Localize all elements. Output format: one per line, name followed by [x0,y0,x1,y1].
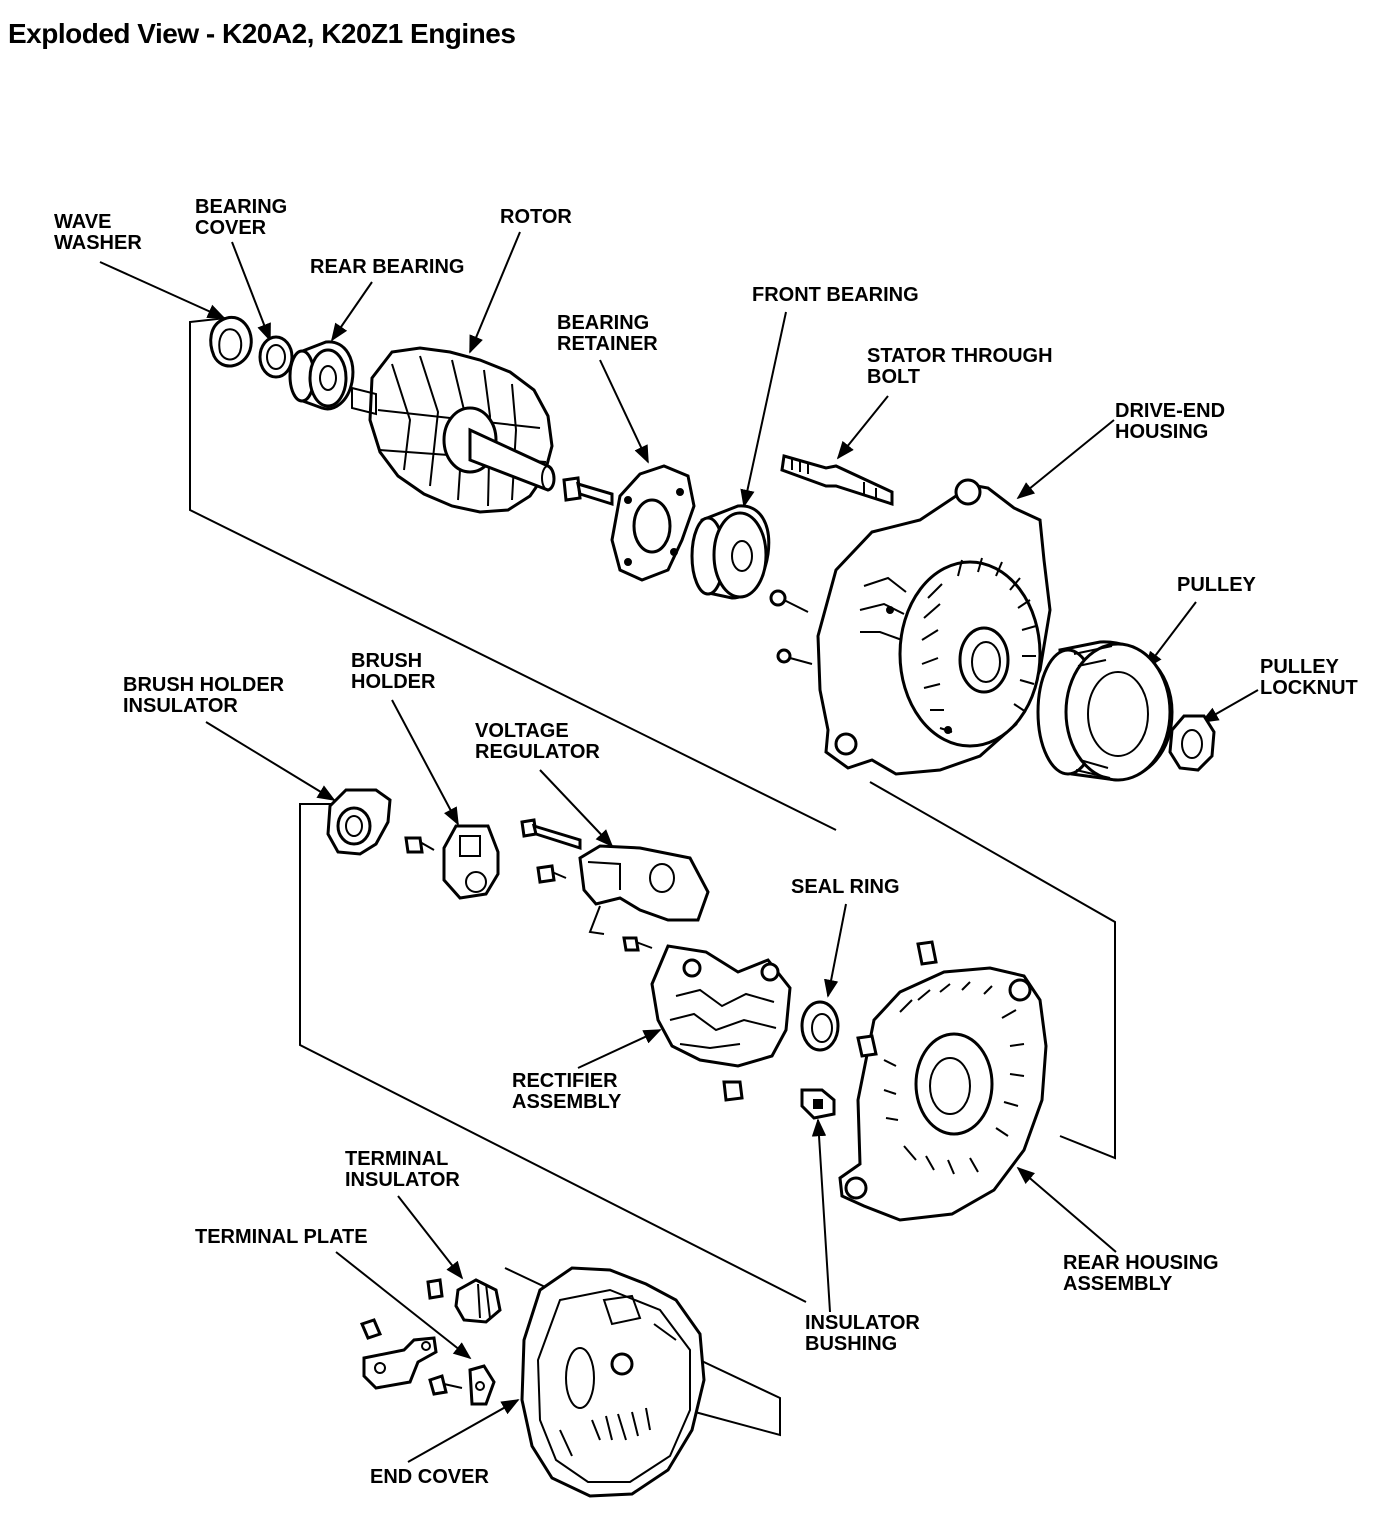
leader-brush-holder-insulator [205,721,336,801]
stator-through-bolt-part [780,454,894,507]
insulator-bushing-part [800,1088,836,1120]
leader-stator-bolt [836,395,889,460]
leader-terminal-plate [335,1251,472,1360]
leader-end-cover [407,1399,520,1463]
label-front-bearing: FRONT BEARING [752,284,919,306]
leader-wave-washer [99,261,226,319]
leader-seal-ring [824,903,847,998]
leader-drive-end-housing [1016,419,1115,500]
front-bearing-part [690,504,771,600]
bearing-retainer-part [610,464,696,582]
leader-rear-bearing [330,281,373,342]
stator-lead-wires [769,589,813,665]
small-screws [404,818,938,1102]
label-rotor: ROTOR [500,206,572,228]
label-rear-bearing: REAR BEARING [310,256,465,278]
terminal-plate-part [359,1318,496,1406]
rear-housing-assembly-part [838,966,1048,1222]
rotor-screw-part [562,476,614,507]
leader-front-bearing [740,311,787,508]
label-terminal-plate: TERMINAL PLATE [195,1226,368,1248]
leader-rear-housing [1016,1166,1117,1253]
leader-bearing-cover [231,241,271,342]
leader-pulley [1144,601,1197,670]
pulley-part [1036,640,1174,782]
leader-arrows [99,231,1259,1463]
brush-holder-insulator-part [326,788,392,856]
label-pulley: PULLEY [1177,574,1256,596]
voltage-regulator-part [578,844,710,935]
seal-ring-part [800,1000,840,1052]
label-end-cover: END COVER [370,1466,489,1488]
leader-pulley-locknut [1200,689,1259,723]
leader-brush-holder [391,699,459,826]
pulley-locknut-part [1168,714,1216,772]
label-seal-ring: SEAL RING [791,876,900,898]
bearing-cover-part [258,335,294,379]
leader-voltage-regulator [539,769,614,848]
rear-bearing-part [288,340,355,411]
end-cover-part [520,1266,706,1498]
brush-holder-part [442,824,500,900]
drive-end-housing-part [816,478,1052,776]
terminal-insulator-part [426,1278,502,1324]
leader-bearing-retainer [599,359,649,464]
leader-rectifier-assembly [577,1029,662,1069]
wave-washer-part [209,315,253,368]
page-title: Exploded View - K20A2, K20Z1 Engines [8,18,516,49]
rotor-part [351,346,556,514]
leader-terminal-insulator [397,1195,464,1280]
rectifier-assembly-part [650,944,792,1068]
leader-insulator-bushing [811,1118,831,1313]
leader-rotor [469,231,521,354]
